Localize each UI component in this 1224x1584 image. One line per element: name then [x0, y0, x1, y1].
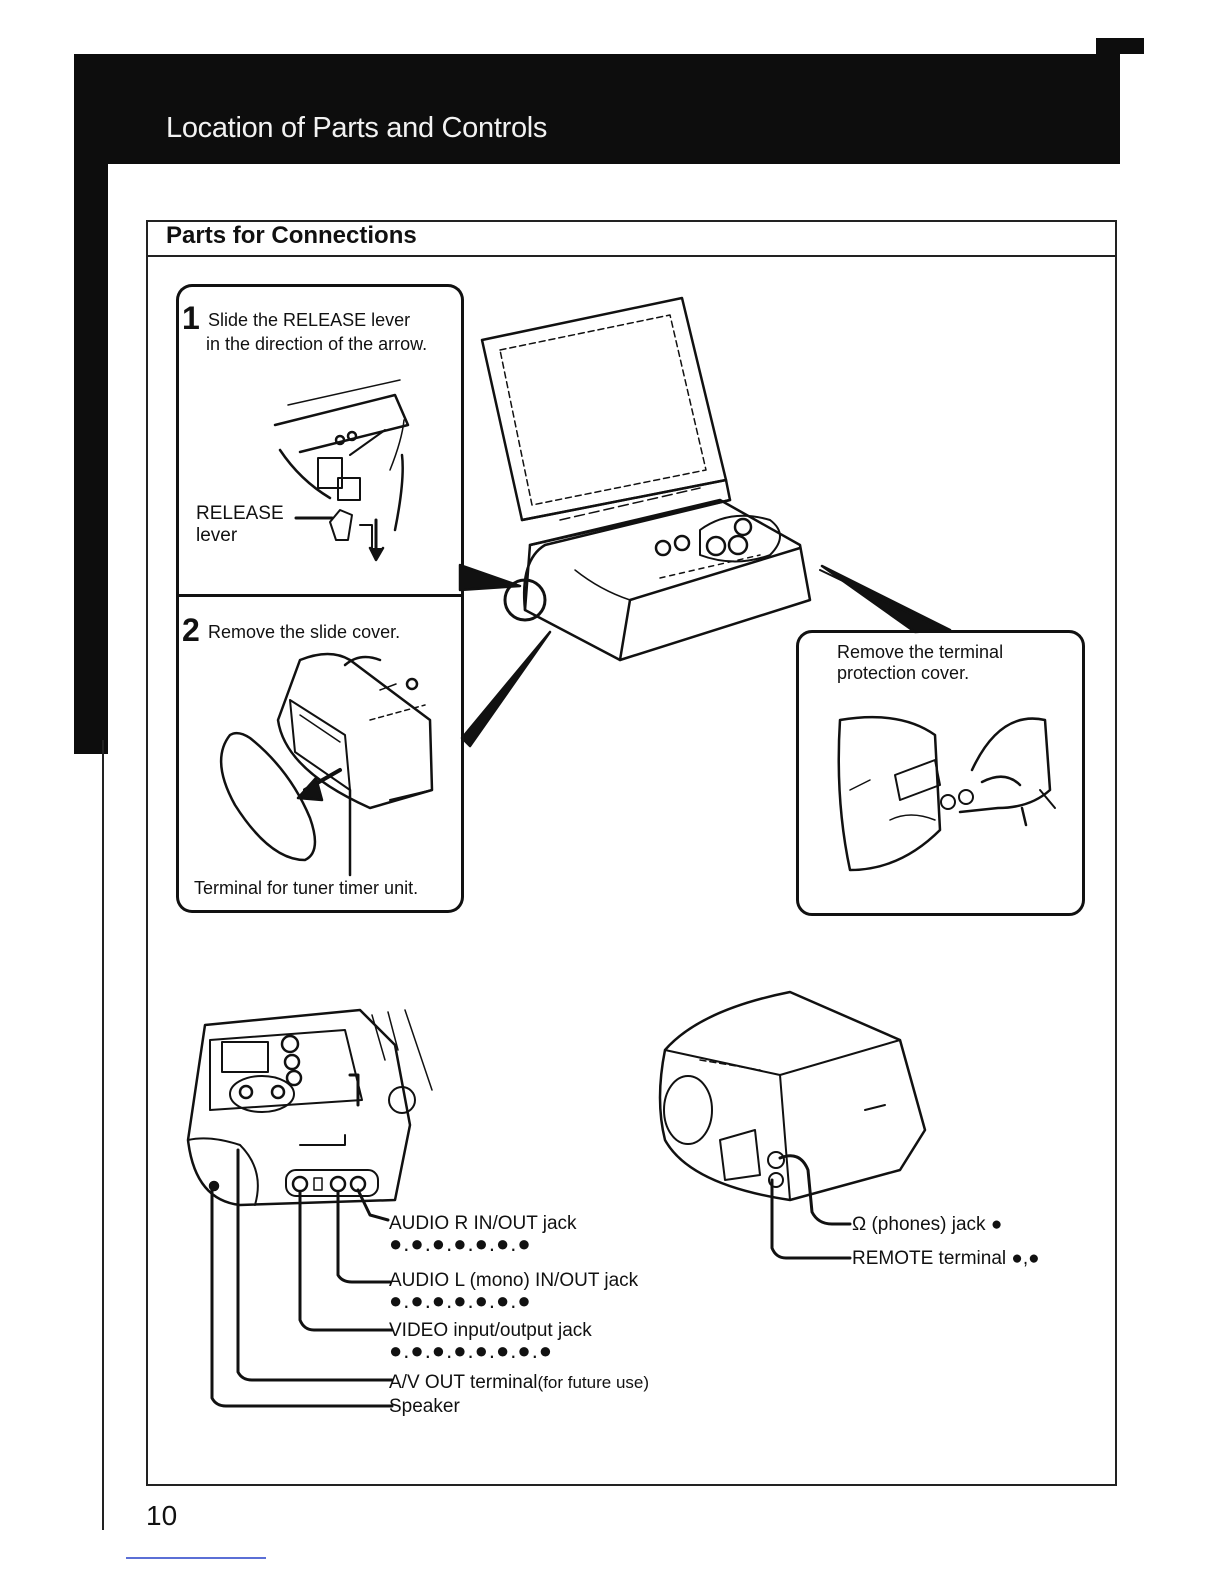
terminal-cover-line1: Remove the terminal: [837, 642, 1004, 662]
audio-l-reference-dots: ●.●.●.●.●.●.●: [389, 1288, 532, 1313]
slide-cover-illustration: [219, 652, 434, 877]
device-right-side-illustration: [658, 990, 927, 1202]
release-label: RELEASE: [196, 503, 284, 524]
terminal-cover-illustration: [837, 715, 1056, 872]
left-margin-line: [102, 740, 104, 1530]
header-bar: [74, 54, 1120, 164]
audio-r-label: AUDIO R IN/OUT jack: [389, 1213, 577, 1234]
audio-l-label: AUDIO L (mono) IN/OUT jack: [389, 1270, 639, 1291]
terminal-tuner-label: Terminal for tuner timer unit.: [194, 878, 419, 898]
step1-instruction-line2: in the direction of the arrow.: [206, 334, 428, 354]
step2-panel: [176, 594, 464, 913]
terminal-cover-line2: protection cover.: [837, 663, 970, 683]
device-left-side-illustration: [186, 1008, 433, 1207]
av-out-text: A/V OUT terminal: [389, 1372, 538, 1393]
section-title: Parts for Connections: [166, 222, 417, 249]
release-lever-illustration: [273, 379, 410, 562]
header-tab: [1096, 38, 1144, 54]
step1-panel: [176, 284, 464, 599]
device-open-screen-illustration: [480, 296, 812, 662]
release-label-lever: lever: [196, 525, 238, 546]
speaker-label: Speaker: [389, 1396, 460, 1417]
page-title: Location of Parts and Controls: [166, 112, 548, 144]
step1-instruction-line1: Slide the RELEASE lever: [208, 310, 411, 330]
remote-terminal-label: REMOTE terminal ●,●: [852, 1248, 1040, 1269]
video-reference-dots: ●.●.●.●.●.●.●.●: [389, 1338, 554, 1363]
step1-number: 1: [182, 300, 200, 336]
section-header-divider: [146, 255, 1116, 257]
terminal-cover-panel: [796, 630, 1085, 916]
left-margin-bar: [74, 54, 108, 754]
phones-jack-label: Ω (phones) jack ●: [852, 1214, 1003, 1235]
step2-number: 2: [182, 612, 200, 648]
page-number: 10: [146, 1500, 178, 1531]
footer-rule: [126, 1557, 266, 1559]
av-out-note: (for future use): [537, 1373, 650, 1392]
section-frame: [146, 220, 1117, 1486]
step-divider: [176, 594, 461, 597]
video-label: VIDEO input/output jack: [389, 1320, 592, 1341]
av-out-label: A/V OUT terminal(for future use): [389, 1372, 649, 1394]
audio-r-reference-dots: ●.●.●.●.●.●.●: [389, 1231, 532, 1256]
step2-instruction: Remove the slide cover.: [208, 622, 401, 642]
